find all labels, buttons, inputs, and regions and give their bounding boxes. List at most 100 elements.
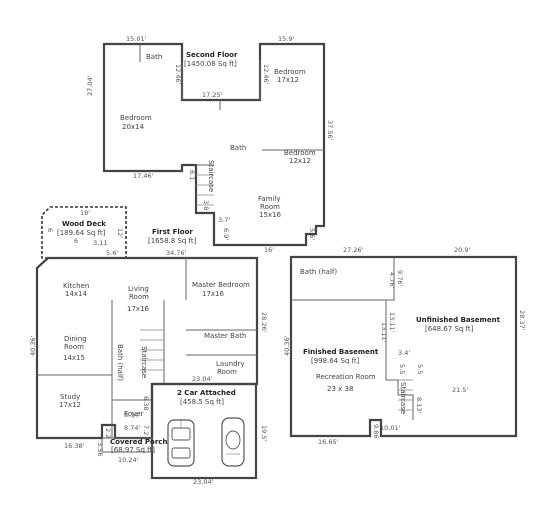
dim-23: 40.36': [29, 335, 37, 356]
room-living: Living: [128, 285, 149, 293]
dim-2: 15.9': [278, 35, 294, 43]
dim-6: 27.04': [86, 75, 94, 96]
room-dining-size: 14x15: [63, 354, 85, 362]
staircase-2-treads: [196, 174, 214, 206]
dim-24: 23.04': [192, 375, 213, 383]
car-suv-icon: [167, 419, 195, 467]
room-family-room: Room: [260, 203, 280, 211]
unfinished-basement-area: [648.67 Sq ft]: [425, 325, 474, 333]
dim-19: 6: [46, 228, 54, 232]
second-floor-area: [1450.08 Sq ft]: [184, 60, 237, 68]
garage-title: 2 Car Attached: [177, 389, 236, 397]
room-recreation-size: 23 x 38: [327, 385, 353, 393]
room-foyer: Foyer: [124, 410, 144, 418]
dim-8: 17.46': [133, 172, 154, 180]
dim-12: 6.9': [222, 228, 230, 240]
dim-9: 6.1: [188, 170, 196, 180]
dim-14: 5.6': [308, 228, 316, 240]
dim-22: 28.26': [260, 312, 268, 333]
basement: [289, 255, 518, 438]
room-kitchen: Kitchen: [63, 282, 89, 290]
second-floor-inner-walls: [139, 44, 324, 166]
garage-outline: [150, 382, 258, 480]
deck-title: Wood Deck: [62, 220, 106, 228]
dim-11: 3.7': [218, 216, 230, 224]
dim-30: 16.38': [64, 442, 85, 450]
deck-area: [189.64 Sq ft]: [57, 229, 106, 237]
dim-49: 9.86: [372, 424, 380, 438]
dimension-labels: 15.01' 15.9' 12.46' 12.46' 17.25' 27.04'…: [29, 35, 526, 486]
dim-39: 28.37': [518, 310, 526, 331]
room-staircase-2: Staircase: [207, 160, 215, 192]
finished-basement-title: Finished Basement: [303, 348, 379, 356]
garage-area: [458.5 Sq ft]: [180, 398, 224, 406]
dim-20: 5.6': [106, 249, 118, 257]
room-bedroom-right: Bedroom: [284, 149, 316, 157]
dim-13: 16': [264, 246, 274, 254]
first-floor: [35, 256, 259, 480]
room-living-size: 17x16: [127, 305, 150, 313]
first-floor-outline: [35, 256, 259, 440]
staircase-b-treads: [398, 379, 413, 411]
room-bedroom-left: Bedroom: [120, 114, 152, 122]
dim-31: 3.56: [96, 442, 104, 456]
second-floor-title: Second Floor: [186, 51, 238, 59]
room-staircase-basement: Staircase: [399, 382, 407, 414]
dim-48: 10.01': [380, 424, 401, 432]
dim-46: 21.5': [452, 386, 468, 394]
room-laundry: Laundry: [216, 360, 245, 368]
finished-basement-area: [998.64 Sq ft]: [311, 357, 360, 365]
car-convertible-icon: [221, 417, 245, 467]
dim-50: 16.65': [318, 438, 339, 446]
dim-40: 40.36': [283, 335, 291, 356]
dim-4: 12.46': [262, 64, 270, 85]
first-floor-area: [1658.8 Sq ft]: [148, 237, 197, 245]
room-bath-half-basement: Bath (half): [300, 268, 337, 276]
dim-21: 34.76': [166, 249, 187, 257]
room-study-size: 17x12: [59, 401, 81, 409]
dim-43: 3.4': [398, 349, 410, 357]
basement-outline: [289, 255, 518, 438]
room-family: Family: [258, 195, 281, 203]
dim-7: 37.56': [326, 120, 334, 141]
dim-42: 13.11': [388, 312, 396, 333]
basement-inner-walls: [291, 257, 414, 420]
dim-28: 7.2: [142, 425, 150, 435]
room-bedroom-topright-size: 17x12: [277, 76, 299, 84]
dim-16: 12': [116, 228, 124, 238]
dim-5: 17.25': [202, 91, 223, 99]
dim-10: 3.8: [202, 200, 210, 210]
dim-44: 5.5: [398, 364, 406, 374]
dim-25: 6.38: [142, 396, 150, 410]
dim-17: 6: [74, 237, 78, 245]
dim-27: 8.74': [124, 424, 140, 432]
dim-18: 3.11: [93, 239, 107, 247]
dim-36: 20.9': [454, 246, 470, 254]
dim-1: 15.01': [126, 35, 147, 43]
dim-47: 8.13': [415, 397, 423, 413]
dim-32: 10.24': [118, 456, 139, 464]
room-laundry-room: Room: [217, 368, 237, 376]
room-recreation: Recreation Room: [316, 373, 376, 381]
dim-29: 2.2: [104, 428, 112, 438]
staircase-1-treads: [140, 329, 164, 371]
room-bath-mid: Bath: [230, 144, 246, 152]
room-bedroom-left-size: 20x14: [122, 123, 145, 131]
dim-38: 4.76': [388, 272, 396, 288]
room-family-size: 15x16: [259, 211, 282, 219]
porch-title: Covered Porch: [110, 438, 167, 446]
room-kitchen-size: 14x14: [65, 290, 88, 298]
unfinished-basement-title: Unfinished Basement: [416, 316, 501, 324]
room-dining: Dining: [64, 335, 87, 343]
room-living-room: Room: [129, 293, 149, 301]
room-bath-half-1: Bath (half): [116, 344, 124, 381]
room-study: Study: [60, 393, 80, 401]
dim-3: 12.46': [174, 64, 182, 85]
room-bath-top: Bath: [146, 53, 162, 61]
dim-15: 18': [80, 209, 90, 217]
dim-45: 5.5: [416, 364, 424, 374]
dim-41: 13.11': [380, 322, 388, 343]
room-staircase-1: Staircase: [140, 346, 148, 378]
dim-33: 23.04': [193, 478, 214, 486]
